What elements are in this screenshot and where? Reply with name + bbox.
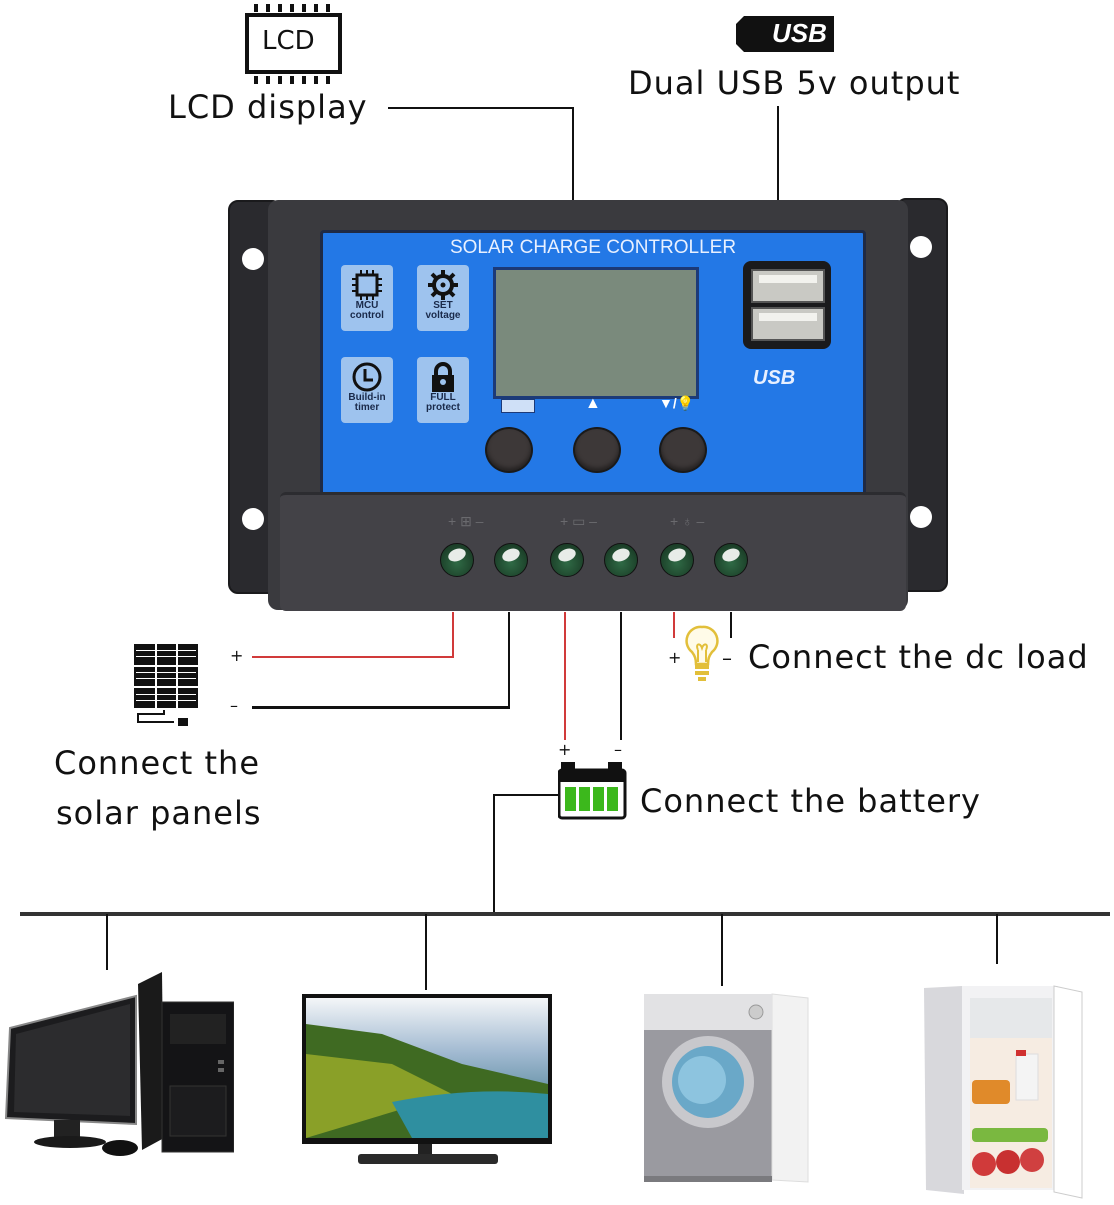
dual-usb-label: Dual USB 5v output <box>628 64 961 102</box>
down-light-button[interactable] <box>659 427 707 473</box>
lock-icon <box>432 362 454 392</box>
feature-mcu-control: MCU control <box>341 265 393 331</box>
connect-solar-label-line2: solar panels <box>56 794 262 832</box>
up-button-symbol: ▲ <box>585 395 601 412</box>
solar-negative-wire-v <box>508 612 510 708</box>
washing-machine <box>644 990 810 1199</box>
solar-panel-icon <box>134 644 200 731</box>
television <box>302 994 554 1173</box>
solar-charge-controller: SOLAR CHARGE CONTROLLER MCU control SET … <box>228 196 948 611</box>
mount-hole <box>242 248 264 270</box>
solar-minus-sign: – <box>230 696 239 715</box>
connect-battery-label: Connect the battery <box>640 782 981 820</box>
solar-positive-wire-h <box>252 656 454 658</box>
battery-icon <box>557 762 628 825</box>
bus-drop-computer <box>106 914 108 970</box>
terminal-battery-plus[interactable] <box>550 543 584 577</box>
battery-negative-wire <box>620 612 622 740</box>
terminal-block: + ⊞ – + ▭ – + ♁ – <box>280 492 906 611</box>
battery-to-bus-wire-h <box>493 794 559 796</box>
terminal-battery-minus[interactable] <box>604 543 638 577</box>
bus-drop-washer <box>721 914 723 986</box>
solar-plus-sign: + <box>230 646 245 665</box>
solar-positive-wire-v <box>452 612 454 658</box>
dual-usb-port[interactable] <box>743 261 831 349</box>
load-negative-wire <box>730 612 732 638</box>
solar-negative-wire-h <box>252 706 510 709</box>
lcd-callout-icon <box>244 0 344 91</box>
feature-build-in-timer: Build-in timer <box>341 357 393 423</box>
load-positive-wire <box>673 612 675 638</box>
lcd-icon-text: LCD <box>262 26 315 56</box>
battery-positive-wire <box>564 612 566 740</box>
feature-full-protect: FULL protect <box>417 357 469 423</box>
lcd-screen <box>493 267 699 399</box>
usb-slot-top[interactable] <box>751 269 825 303</box>
menu-button[interactable] <box>485 427 533 473</box>
feature-set-voltage: SET voltage <box>417 265 469 331</box>
down-light-button-symbol: ▼/💡 <box>659 395 695 411</box>
mount-hole <box>910 506 932 528</box>
connect-dc-load-label: Connect the dc load <box>748 638 1089 676</box>
gear-icon <box>428 270 458 300</box>
terminal-load-plus[interactable] <box>660 543 694 577</box>
front-panel: SOLAR CHARGE CONTROLLER MCU control SET … <box>320 230 866 498</box>
usb-logo: USB <box>753 367 796 389</box>
menu-button-symbol <box>501 399 535 413</box>
battery-minus-sign: – <box>614 740 623 759</box>
battery-to-bus-wire-v <box>493 794 495 914</box>
terminal-solar-plus[interactable] <box>440 543 474 577</box>
terminal-solar-minus[interactable] <box>494 543 528 577</box>
lcd-leader-line-v <box>572 107 574 201</box>
usb-leader-line <box>777 106 779 202</box>
chip-icon <box>352 270 382 300</box>
load-minus-sign: – <box>722 646 733 670</box>
light-bulb-icon <box>684 624 720 689</box>
lcd-leader-line-h <box>388 107 574 109</box>
usb-slot-bottom[interactable] <box>751 307 825 341</box>
desktop-computer <box>4 968 235 1163</box>
load-terminal-mark: + ♁ – <box>670 513 705 529</box>
bus-drop-fridge <box>996 914 998 964</box>
solar-terminal-mark: + ⊞ – <box>448 513 484 529</box>
mount-hole <box>910 236 932 258</box>
bus-drop-tv <box>425 914 427 990</box>
distribution-bus <box>20 912 1110 916</box>
battery-plus-sign: + <box>558 740 573 759</box>
controller-title: SOLAR CHARGE CONTROLLER <box>449 237 737 258</box>
usb-callout-icon <box>730 12 840 63</box>
refrigerator <box>920 978 1086 1205</box>
load-plus-sign: + <box>668 648 683 667</box>
up-button[interactable] <box>573 427 621 473</box>
mount-hole <box>242 508 264 530</box>
battery-terminal-mark: + ▭ – <box>560 513 597 529</box>
connect-solar-label-line1: Connect the <box>54 744 260 782</box>
terminal-load-minus[interactable] <box>714 543 748 577</box>
clock-icon <box>352 362 382 392</box>
usb-icon-text: USB <box>772 18 827 48</box>
lcd-display-label: LCD display <box>168 88 368 126</box>
